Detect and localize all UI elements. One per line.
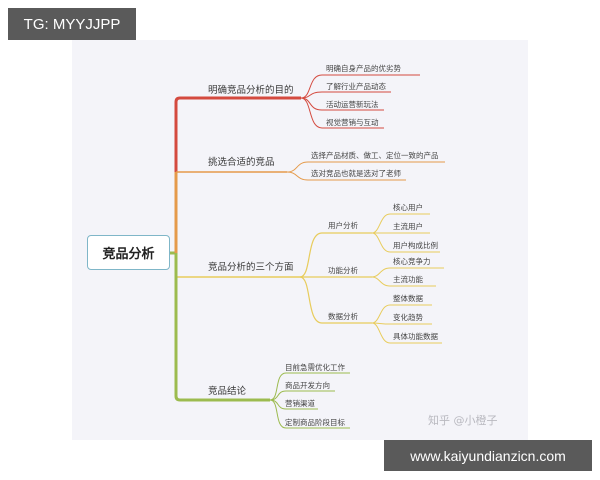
- leaf-node[interactable]: 具体功能数据: [393, 332, 438, 341]
- leaf-node[interactable]: 整体数据: [393, 294, 423, 303]
- branch-conclusion[interactable]: 竞品结论: [208, 386, 247, 397]
- leaf-node[interactable]: 商品开发方向: [285, 381, 330, 390]
- leaf-node[interactable]: 明确自身产品的优劣势: [326, 64, 401, 73]
- source-watermark: 知乎 @小橙子: [428, 414, 498, 427]
- leaf-node[interactable]: 用户构成比例: [393, 241, 438, 250]
- leaf-node[interactable]: 选对竞品也就是选对了老师: [311, 169, 401, 178]
- tg-badge-text: TG: MYYJJPP: [23, 15, 121, 33]
- leaf-node[interactable]: 选择产品材质、做工、定位一致的产品: [311, 151, 439, 160]
- branch-select-competitors[interactable]: 挑选合适的竞品: [208, 157, 275, 168]
- leaf-node[interactable]: 视觉营销与互动: [326, 118, 379, 127]
- tg-badge: TG: MYYJJPP: [8, 8, 136, 40]
- leaf-node[interactable]: 变化趋势: [393, 313, 423, 322]
- leaf-node[interactable]: 活动运营新玩法: [326, 100, 379, 109]
- root-node-label: 竞品分析: [102, 247, 155, 262]
- leaf-node[interactable]: 了解行业产品动态: [326, 82, 386, 91]
- url-badge: www.kaiyundianzicn.com: [384, 440, 592, 471]
- leaf-node[interactable]: 核心用户: [393, 203, 423, 212]
- branch-purpose[interactable]: 明确竞品分析的目的: [208, 85, 294, 96]
- root-node[interactable]: 竞品分析: [87, 235, 170, 270]
- leaf-node[interactable]: 营销渠道: [285, 399, 315, 408]
- leaf-node[interactable]: 主流功能: [393, 275, 423, 284]
- sub-branch-user-analysis[interactable]: 用户分析: [328, 221, 358, 230]
- leaf-node[interactable]: 主流用户: [393, 222, 423, 231]
- url-badge-text: www.kaiyundianzicn.com: [410, 447, 566, 464]
- sub-branch-feature-analysis[interactable]: 功能分析: [328, 266, 358, 275]
- leaf-node[interactable]: 定制商品阶段目标: [285, 418, 345, 427]
- leaf-node[interactable]: 目前急需优化工作: [285, 363, 345, 372]
- branch-three-aspects[interactable]: 竞品分析的三个方面: [208, 262, 294, 273]
- leaf-node[interactable]: 核心竞争力: [393, 257, 431, 266]
- sub-branch-data-analysis[interactable]: 数据分析: [328, 312, 358, 321]
